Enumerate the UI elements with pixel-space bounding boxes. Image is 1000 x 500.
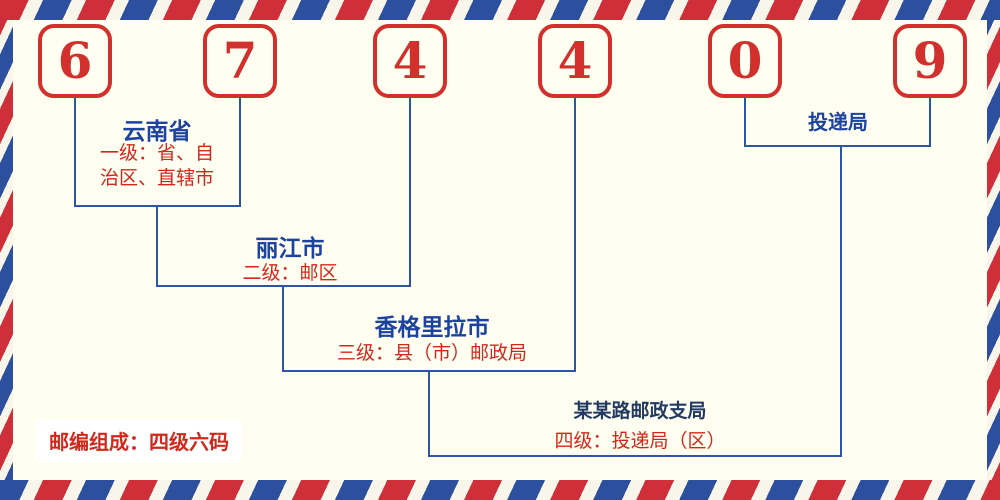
digit-box-1: 6 <box>38 24 112 98</box>
level1-desc: 一级：省、自治区、直辖市 <box>99 142 214 189</box>
digit-4: 4 <box>557 31 593 90</box>
composition-badge: 邮编组成：四级六码 <box>36 419 242 462</box>
airmail-border-right <box>987 0 1000 500</box>
bracket-l4-bottom-line <box>428 455 842 457</box>
bracket-delivery-left-line <box>744 97 746 145</box>
bracket-l3-left-line <box>282 285 284 370</box>
bracket-l2-left-line <box>156 205 158 285</box>
level2-desc: 二级：邮区 <box>242 262 338 284</box>
bracket-l4-right-line <box>840 145 842 455</box>
digit-1: 6 <box>57 31 93 90</box>
bracket-l1-left-line <box>74 97 76 205</box>
bracket-delivery-right-line <box>929 97 931 145</box>
bracket-l1-right-line <box>239 97 241 205</box>
airmail-border-top <box>0 0 1000 20</box>
airmail-border-bottom <box>0 480 1000 500</box>
bracket-l4-left-line <box>428 370 430 455</box>
level3-region-name: 香格里拉市 <box>374 315 490 341</box>
digit-5: 0 <box>727 31 763 90</box>
digit-box-3: 4 <box>373 24 447 98</box>
bracket-l2-right-line <box>409 97 411 285</box>
digit-2: 7 <box>222 31 258 90</box>
level1-region-name: 云南省 <box>122 119 192 145</box>
delivery-office-label: 投递局 <box>808 110 868 134</box>
airmail-border-left <box>0 0 13 500</box>
digit-6: 9 <box>912 31 948 90</box>
level4-office-name: 某某路邮政支局 <box>573 400 707 422</box>
digit-box-5: 0 <box>708 24 782 98</box>
bracket-delivery-bottom-line <box>744 145 931 147</box>
digit-box-6: 9 <box>893 24 967 98</box>
digit-box-4: 4 <box>538 24 612 98</box>
digit-box-2: 7 <box>203 24 277 98</box>
digit-3: 4 <box>392 31 428 90</box>
level3-desc: 三级：县（市）邮政局 <box>336 342 528 364</box>
level2-region-name: 丽江市 <box>255 236 325 262</box>
level4-desc: 四级：投递局（区） <box>554 430 726 452</box>
bracket-l3-right-line <box>574 97 576 370</box>
